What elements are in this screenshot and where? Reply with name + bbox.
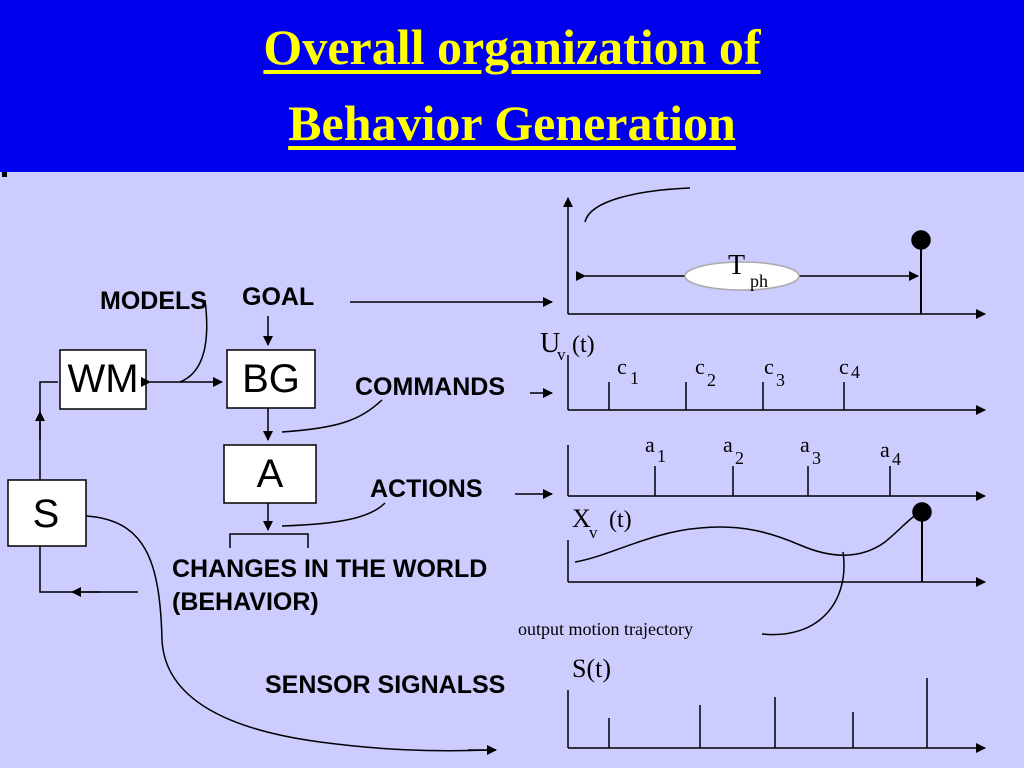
sensor-signals-label: SENSOR SIGNALSS [265,671,505,699]
command-c1-sub: 1 [630,368,639,388]
sensor-axis-label: S(t) [572,654,611,683]
sensor-plot [567,678,986,753]
action-a3-sub: 3 [812,448,821,468]
uv-subscript: v [557,345,566,364]
uv-arg: (t) [572,332,595,358]
commands-label: COMMANDS [355,373,505,401]
tph-oval [684,261,800,291]
plot1-curve [584,187,691,223]
commands-plot [567,355,986,415]
horizon-marker [911,230,931,250]
wm-block [59,349,147,410]
s-to-wm-line [39,381,58,480]
command-c1-label: c [617,354,627,379]
actions-curve [281,502,386,527]
plot-labels: T ph U v (t) c 1 c 2 c 3 c 4 a 1 a 2 a 3… [518,250,901,683]
block-diagram [7,297,553,755]
xv-arg: (t) [609,507,632,533]
title-banner: Overall organization of Behavior Generat… [0,0,1024,172]
command-c4-label: c [839,354,849,379]
a-label: A [257,452,284,496]
feedback-line [39,546,138,593]
trajectory-plot [567,502,986,636]
uv-label: U [540,328,560,359]
goal-label: GOAL [242,283,314,311]
s-block [7,479,87,547]
wm-label: WM [67,357,138,401]
action-a2-sub: 2 [735,448,744,468]
s-label: S [33,492,60,536]
changes-label-line1: CHANGES IN THE WORLD [172,555,487,583]
trajectory-annotation: output motion trajectory [518,619,693,639]
slide-title-line-1: Overall organization of [263,19,761,75]
changes-bracket [229,533,309,548]
action-a3-label: a [800,432,810,457]
a-block [223,444,317,504]
command-c3-sub: 3 [776,370,785,390]
changes-label-line2: (BEHAVIOR) [172,588,319,616]
command-c4-sub: 4 [851,362,860,382]
block-labels: WM BG A S [33,357,300,536]
trajectory-annotation-curve [761,551,845,636]
bullet-mark [2,172,7,177]
planning-horizon-plot [563,187,986,319]
actions-plot [567,445,986,501]
action-a1-label: a [645,432,655,457]
xv-subscript: v [589,523,598,542]
action-a1-sub: 1 [657,446,666,466]
trajectory-curve [574,511,923,563]
xv-label: X [572,504,591,533]
commands-curve [281,399,383,433]
action-a4-label: a [880,437,890,462]
command-c3-label: c [764,354,774,379]
models-curve [179,299,208,383]
trajectory-end-marker [912,502,932,522]
flow-labels: MODELS GOAL COMMANDS ACTIONS CHANGES IN … [100,283,505,699]
bg-label: BG [242,357,300,401]
command-c2-label: c [695,354,705,379]
command-c2-sub: 2 [707,370,716,390]
tph-subscript: ph [750,271,768,291]
models-label: MODELS [100,287,207,315]
bg-block [226,349,316,409]
slide-title-line-2: Behavior Generation [288,95,736,151]
action-a4-sub: 4 [892,449,901,469]
timing-plots [563,187,986,753]
action-a2-label: a [723,432,733,457]
tph-symbol: T [728,250,745,281]
sensor-curve [85,515,491,752]
actions-label: ACTIONS [370,475,483,503]
